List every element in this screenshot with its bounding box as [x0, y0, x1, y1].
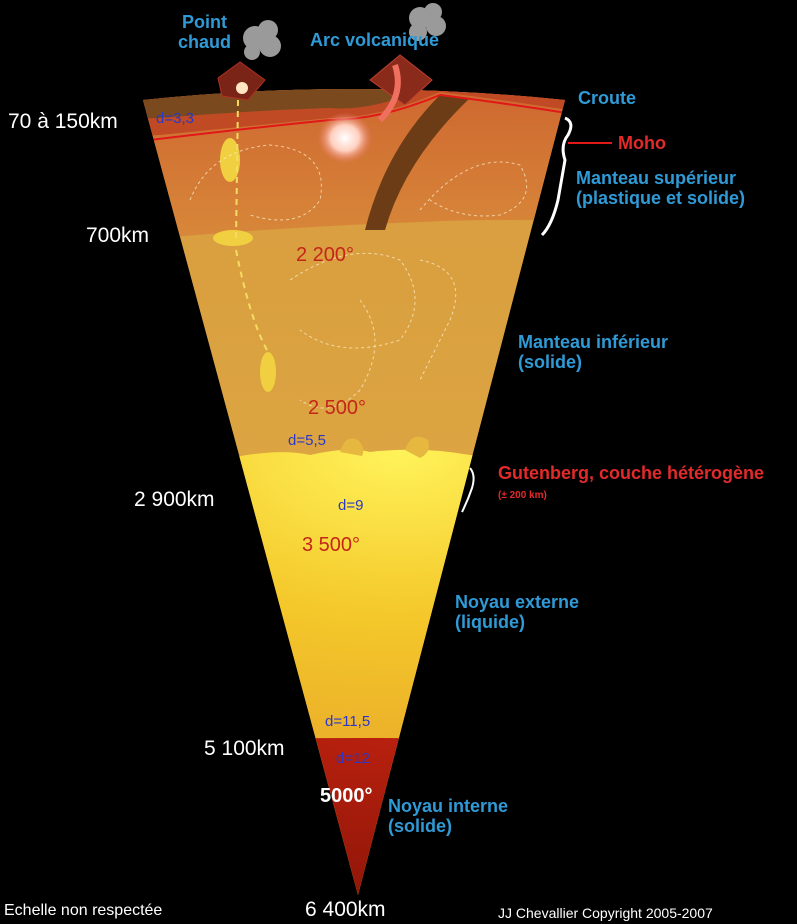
moho-label: Moho — [618, 133, 666, 153]
temperature-5000: 5000° — [320, 785, 373, 807]
arc-volcanique-label: Arc volcanique — [310, 30, 439, 50]
manteau-inferieur-label: Manteau inférieur (solide) — [518, 332, 668, 372]
density-label: d=5,5 — [288, 433, 326, 450]
temperature-2500: 2 500° — [308, 397, 366, 419]
temperature-2200: 2 200° — [296, 244, 354, 266]
density-label: d=12 — [336, 751, 370, 768]
magma-blob — [317, 112, 373, 164]
depth-6400-label: 6 400km — [305, 898, 386, 922]
gutenberg-label: Gutenberg, couche hétérogène — [498, 463, 764, 483]
hotspot-glow — [236, 82, 248, 94]
depth-5100-label: 5 100km — [204, 737, 285, 761]
ash-cloud-icon — [243, 20, 281, 60]
density-label: d=3,3 — [156, 111, 194, 128]
depth-700-label: 700km — [86, 224, 149, 248]
plume-blob — [260, 352, 276, 392]
gutenberg-note: (± 200 km) — [498, 490, 547, 501]
point-chaud-label: Point chaud — [178, 12, 231, 52]
depth-crust-label: 70 à 150km — [8, 110, 118, 134]
depth-2900-label: 2 900km — [134, 488, 215, 512]
density-label: d=9 — [338, 498, 363, 515]
outer-core-layer — [0, 450, 797, 924]
manteau-superieur-label: Manteau supérieur (plastique et solide) — [576, 168, 745, 208]
temperature-3500: 3 500° — [302, 534, 360, 556]
copyright: JJ Chevallier Copyright 2005-2007 — [498, 906, 713, 922]
density-label: d=11,5 — [325, 714, 370, 731]
noyau-externe-label: Noyau externe (liquide) — [455, 592, 579, 632]
scale-note: Echelle non respectée — [4, 902, 162, 920]
noyau-interne-label: Noyau interne (solide) — [388, 796, 508, 836]
croute-label: Croute — [578, 88, 636, 108]
plume-blob — [213, 230, 253, 246]
